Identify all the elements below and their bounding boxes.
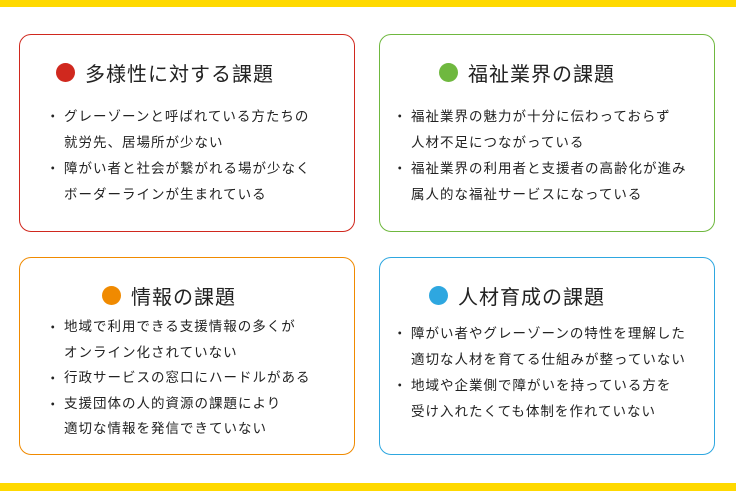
line: ボーダーラインが生まれている — [64, 187, 267, 203]
card-title: 人材育成の課題 — [429, 282, 605, 309]
bottom-accent-bar — [0, 483, 736, 491]
line: 受け入れたくても体制を作れていない — [411, 404, 657, 420]
line: 属人的な福祉サービスになっている — [411, 187, 643, 203]
card-title-text: 人材育成の課題 — [458, 284, 605, 309]
line: オンライン化されていない — [64, 344, 238, 361]
line: 障がい者と社会が繋がれる場が少なく — [64, 161, 311, 177]
list-item: 行政サービスの窓口にハードルがある — [46, 366, 311, 392]
card-title: 福祉業界の課題 — [439, 59, 615, 86]
line: 人材不足につながっている — [411, 135, 585, 151]
top-accent-bar — [0, 0, 736, 7]
card-title: 情報の課題 — [102, 282, 236, 309]
line: 福祉業界の魅力が十分に伝わっておらず — [411, 109, 671, 125]
card-talent-development-issues: 人材育成の課題 障がい者やグレーゾーンの特性を理解した適切な人材を育てる仕組みが… — [379, 257, 715, 455]
line: 地域で利用できる支援情報の多くが — [64, 319, 296, 335]
line: 地域や企業側で障がいを持っている方を — [411, 378, 672, 394]
line: 就労先、居場所が少ない — [64, 135, 224, 151]
line: 福祉業界の利用者と支援者の高齢化が進み — [411, 161, 687, 177]
line: グレーゾーンと呼ばれている方たちの — [64, 109, 310, 125]
line: 障がい者やグレーゾーンの特性を理解した — [411, 326, 686, 342]
line: 行政サービスの窓口にハードルがある — [64, 370, 311, 386]
card-title-text: 多様性に対する課題 — [85, 61, 274, 86]
card-title: 多様性に対する課題 — [56, 59, 274, 86]
line: 適切な人材を育てる仕組みが整っていない — [411, 352, 686, 368]
card-title-text: 福祉業界の課題 — [468, 61, 615, 86]
green-dot-icon — [439, 62, 458, 82]
line: 支援団体の人的資源の課題により — [64, 395, 282, 412]
line: 適切な情報を発信できていない — [64, 421, 267, 437]
red-dot-icon — [56, 62, 75, 82]
card-title-text: 情報の課題 — [131, 284, 236, 309]
orange-dot-icon — [102, 285, 121, 305]
blue-dot-icon — [429, 285, 448, 305]
